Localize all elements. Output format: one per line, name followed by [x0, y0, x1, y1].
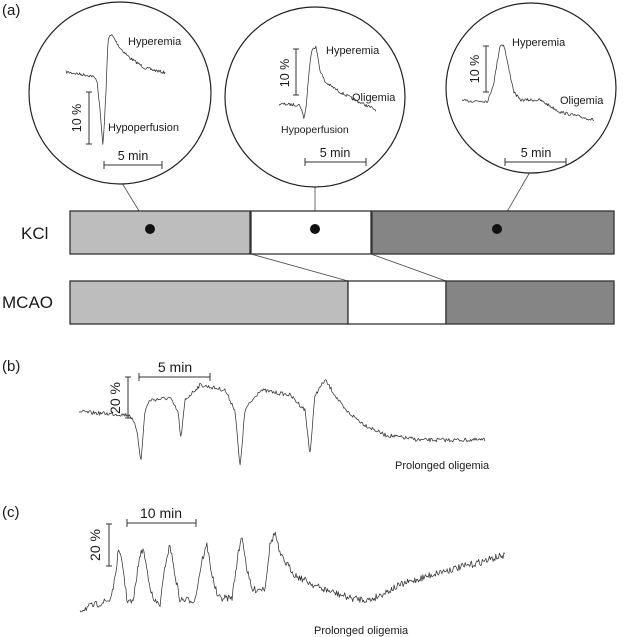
bubble-1-time-label: 5 min: [118, 149, 149, 163]
bubble-2: Hyperemia Oligemia Hypoperfusion 10 % 5 …: [224, 6, 406, 188]
bubble-3-trace: [461, 44, 595, 121]
kcl-segment-light: [69, 210, 251, 255]
bubble-2-label-oligemia: Oligemia: [352, 92, 396, 104]
bubble-1-label-hyperemia: Hyperemia: [128, 36, 182, 48]
bubble-3-amp-label: 10 %: [468, 55, 482, 84]
panel-label-a: (a): [2, 2, 20, 19]
kcl-segment-white: [250, 210, 372, 255]
row-label-kcl: KCl: [21, 224, 48, 243]
bubble-1-circle: [28, 1, 212, 185]
bubble-3-time-label: 5 min: [521, 146, 552, 160]
trace-b-note: Prolonged oligemia: [395, 460, 490, 472]
trace-c-note: Prolonged oligemia: [314, 625, 409, 637]
panel-label-c: (c): [2, 504, 20, 521]
trace-b: [78, 379, 486, 466]
mapping-line-right: [370, 253, 447, 282]
kcl-marker-1: [145, 224, 155, 234]
panel-label-b: (b): [2, 358, 20, 375]
mcao-segment-light: [69, 280, 349, 325]
bubble-3-label-oligemia: Oligemia: [560, 95, 604, 107]
bubble-2-trace: [278, 45, 377, 119]
bubble-3-label-hyperemia: Hyperemia: [512, 37, 566, 49]
bubble-1-label-hypoperfusion: Hypoperfusion: [108, 122, 179, 134]
mcao-segment-white: [347, 280, 447, 325]
bubble-2-circle: [224, 6, 406, 188]
mcao-segment-dark: [445, 280, 615, 325]
bubble-1: Hyperemia Hypoperfusion 10 % 5 min: [28, 1, 212, 185]
trace-b-amp-label: 20 %: [107, 382, 123, 414]
bubble-2-label-hyperemia: Hyperemia: [326, 45, 380, 57]
mapping-line-left: [250, 253, 349, 282]
row-label-mcao: MCAO: [2, 293, 53, 312]
bubble-1-amp-label: 10 %: [70, 104, 84, 133]
trace-c: [79, 531, 506, 613]
trace-b-time-label: 5 min: [158, 359, 192, 375]
kcl-marker-2: [310, 224, 320, 234]
bubble-2-amp-label: 10 %: [278, 59, 292, 88]
trace-c-amp-label: 20 %: [87, 529, 103, 561]
bubble-2-time-label: 5 min: [320, 146, 351, 160]
bubble-3: Hyperemia Oligemia 10 % 5 min: [445, 2, 617, 174]
kcl-segment-dark: [371, 210, 615, 255]
trace-c-time-label: 10 min: [140, 505, 182, 521]
bubble-1-trace: [65, 34, 166, 145]
kcl-marker-3: [492, 224, 502, 234]
bubble-2-label-hypoperfusion: Hypoperfusion: [281, 124, 349, 136]
